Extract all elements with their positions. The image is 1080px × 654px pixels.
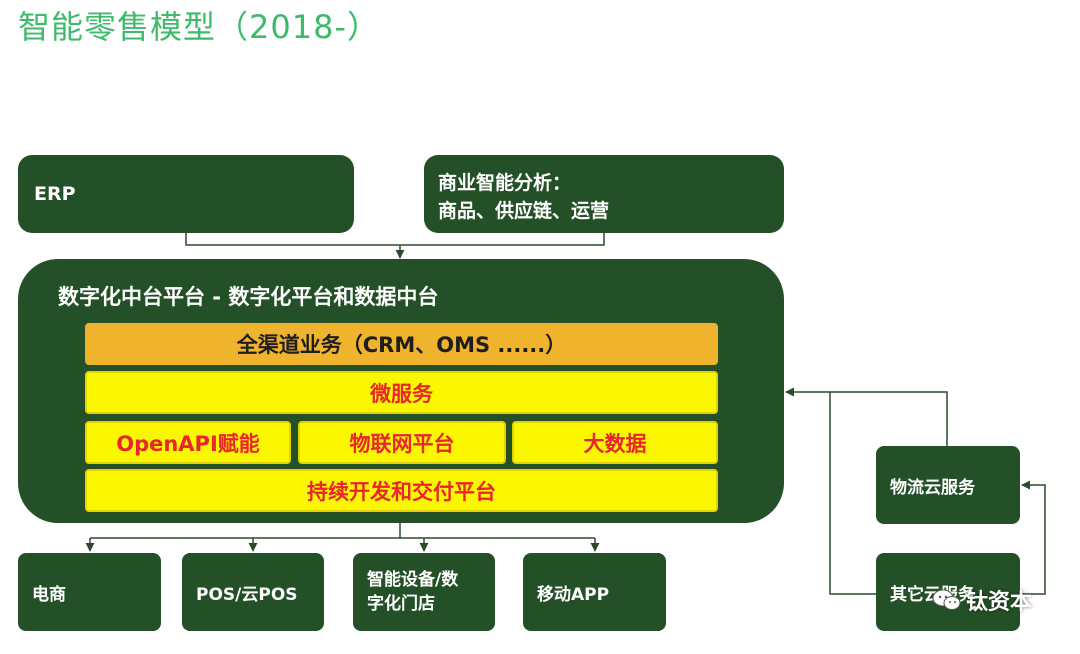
devices-label-line2: 字化门店: [367, 594, 435, 614]
connector-logistics: [830, 391, 948, 446]
bi-label-line2: 商品、供应链、运营: [438, 200, 610, 222]
connector-erp: [185, 233, 400, 246]
omnichannel-band: 全渠道业务（CRM、OMS ......）: [85, 323, 718, 365]
iot-platform-band: 物联网平台: [298, 421, 506, 464]
bigdata-band: 大数据: [512, 421, 718, 464]
business-intelligence-box: 商业智能分析： 商品、供应链、运营: [424, 155, 784, 233]
microservices-band: 微服务: [85, 371, 718, 414]
ecommerce-box: 电商: [18, 553, 161, 631]
wechat-icon: [932, 589, 961, 610]
erp-box: ERP: [18, 155, 354, 233]
logistics-cloud-box: 物流云服务: [876, 446, 1020, 524]
pos-box: POS/云POS: [182, 553, 324, 631]
smart-devices-box: 智能设备/数 字化门店: [353, 553, 495, 631]
erp-label: ERP: [34, 183, 76, 205]
watermark: 钛资本: [932, 584, 1032, 616]
connector-other: [829, 392, 876, 595]
watermark-text: 钛资本: [966, 590, 1033, 615]
openapi-band: OpenAPI赋能: [85, 421, 291, 464]
logistics-label: 物流云服务: [890, 477, 975, 498]
devops-band: 持续开发和交付平台: [85, 469, 718, 512]
connector-other-to-logistics: [1020, 480, 1046, 595]
page-title: 智能零售模型（2018-）: [18, 8, 380, 46]
pos-label: POS/云POS: [196, 584, 298, 605]
connector-bi: [400, 233, 605, 246]
devices-label-line1: 智能设备/数: [367, 570, 459, 590]
ecommerce-label: 电商: [32, 584, 66, 605]
mobile-app-box: 移动APP: [523, 553, 666, 631]
platform-title: 数字化中台平台 - 数字化平台和数据中台: [58, 285, 439, 309]
mobile-app-label: 移动APP: [537, 584, 610, 605]
bi-label-line1: 商业智能分析：: [438, 172, 572, 194]
